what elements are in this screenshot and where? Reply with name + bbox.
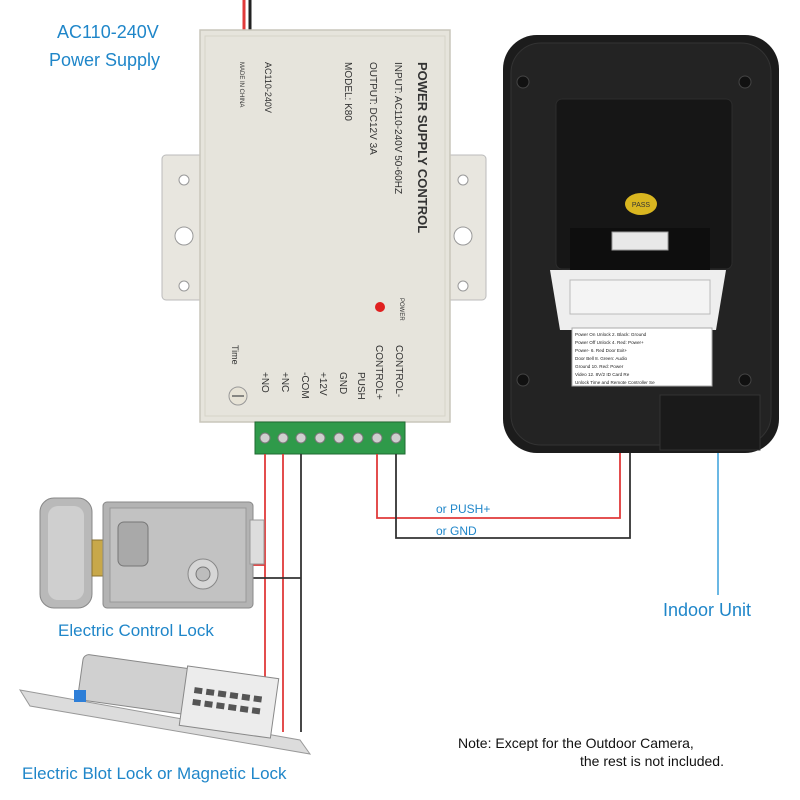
terminal-label-nc: +NC [279, 372, 290, 392]
indoor-connector [611, 231, 669, 251]
pass-seal-text: PASS [632, 202, 650, 209]
power-supply-voltage-label: AC110-240V [57, 22, 159, 42]
terminal-label-com: -COM [299, 372, 310, 399]
wiring-label-sticker [571, 327, 713, 387]
indoor-unit: PASS Power On Unlock 2. Black: Ground Po… [503, 35, 779, 453]
psu-output-spec: OUTPUT: DC12V 3A [367, 62, 378, 155]
mains-cable [242, 0, 252, 34]
psu-model: MODEL: K80 [342, 62, 353, 121]
psu-title: POWER SUPPLY CONTROL [415, 62, 430, 233]
power-led-label: POWER [398, 298, 404, 321]
board-line-7: Unlock Time and Remote Controller Se [575, 380, 655, 385]
board-line-5: Ground 10. Red: Power [575, 364, 624, 369]
board-line-4: Door Bell 8. Green: Audio [575, 356, 628, 361]
or-gnd-label: or GND [436, 524, 477, 538]
psu-bracket-right [439, 154, 487, 301]
psu-made-in: MADE IN CHINA [238, 62, 244, 107]
psu-ac-label: AC110-240V [263, 62, 273, 113]
terminal-label-control-plus: CONTROL+ [373, 345, 384, 400]
psu-bracket-left [161, 154, 207, 301]
terminal-label-no: +NO [259, 372, 270, 393]
electric-bolt-lock [18, 654, 312, 755]
lock-nameplate [117, 521, 149, 567]
terminal-label-control-minus: CONTROL- [393, 345, 404, 397]
power-supply-label: Power Supply [49, 50, 161, 70]
note-line-2: the rest is not included. [580, 753, 724, 769]
board-line-6: Video 12. 8V/2 ID Card Re [575, 372, 630, 377]
terminal-label-12v: +12V [317, 372, 328, 396]
terminal-block [254, 421, 406, 455]
psu-input-spec: INPUT: AC110-240V 50-60HZ [392, 62, 403, 194]
board-line-3: Power- 6. Red Door Exit+ [575, 348, 628, 353]
power-supply-unit: POWER SUPPLY CONTROL INPUT: AC110-240V 5… [199, 29, 451, 423]
electric-control-lock-label: Electric Control Lock [58, 621, 214, 640]
power-led [375, 302, 385, 312]
indoor-unit-label: Indoor Unit [663, 600, 752, 620]
board-line-2: Power Off Unlock 4. Red: Power+ [575, 340, 644, 345]
terminal-label-push: PUSH [355, 372, 366, 400]
or-push-label: or PUSH+ [436, 502, 490, 516]
electric-bolt-lock-label: Electric Blot Lock or Magnetic Lock [22, 764, 287, 783]
board-line-1: Power On Unlock 2. Black: Ground [575, 332, 647, 337]
time-label: Time [230, 345, 240, 365]
electric-control-lock [39, 497, 265, 609]
terminal-label-gnd: GND [337, 372, 348, 394]
pass-seal [625, 193, 657, 215]
note-line-1: Note: Except for the Outdoor Camera, [458, 735, 694, 751]
